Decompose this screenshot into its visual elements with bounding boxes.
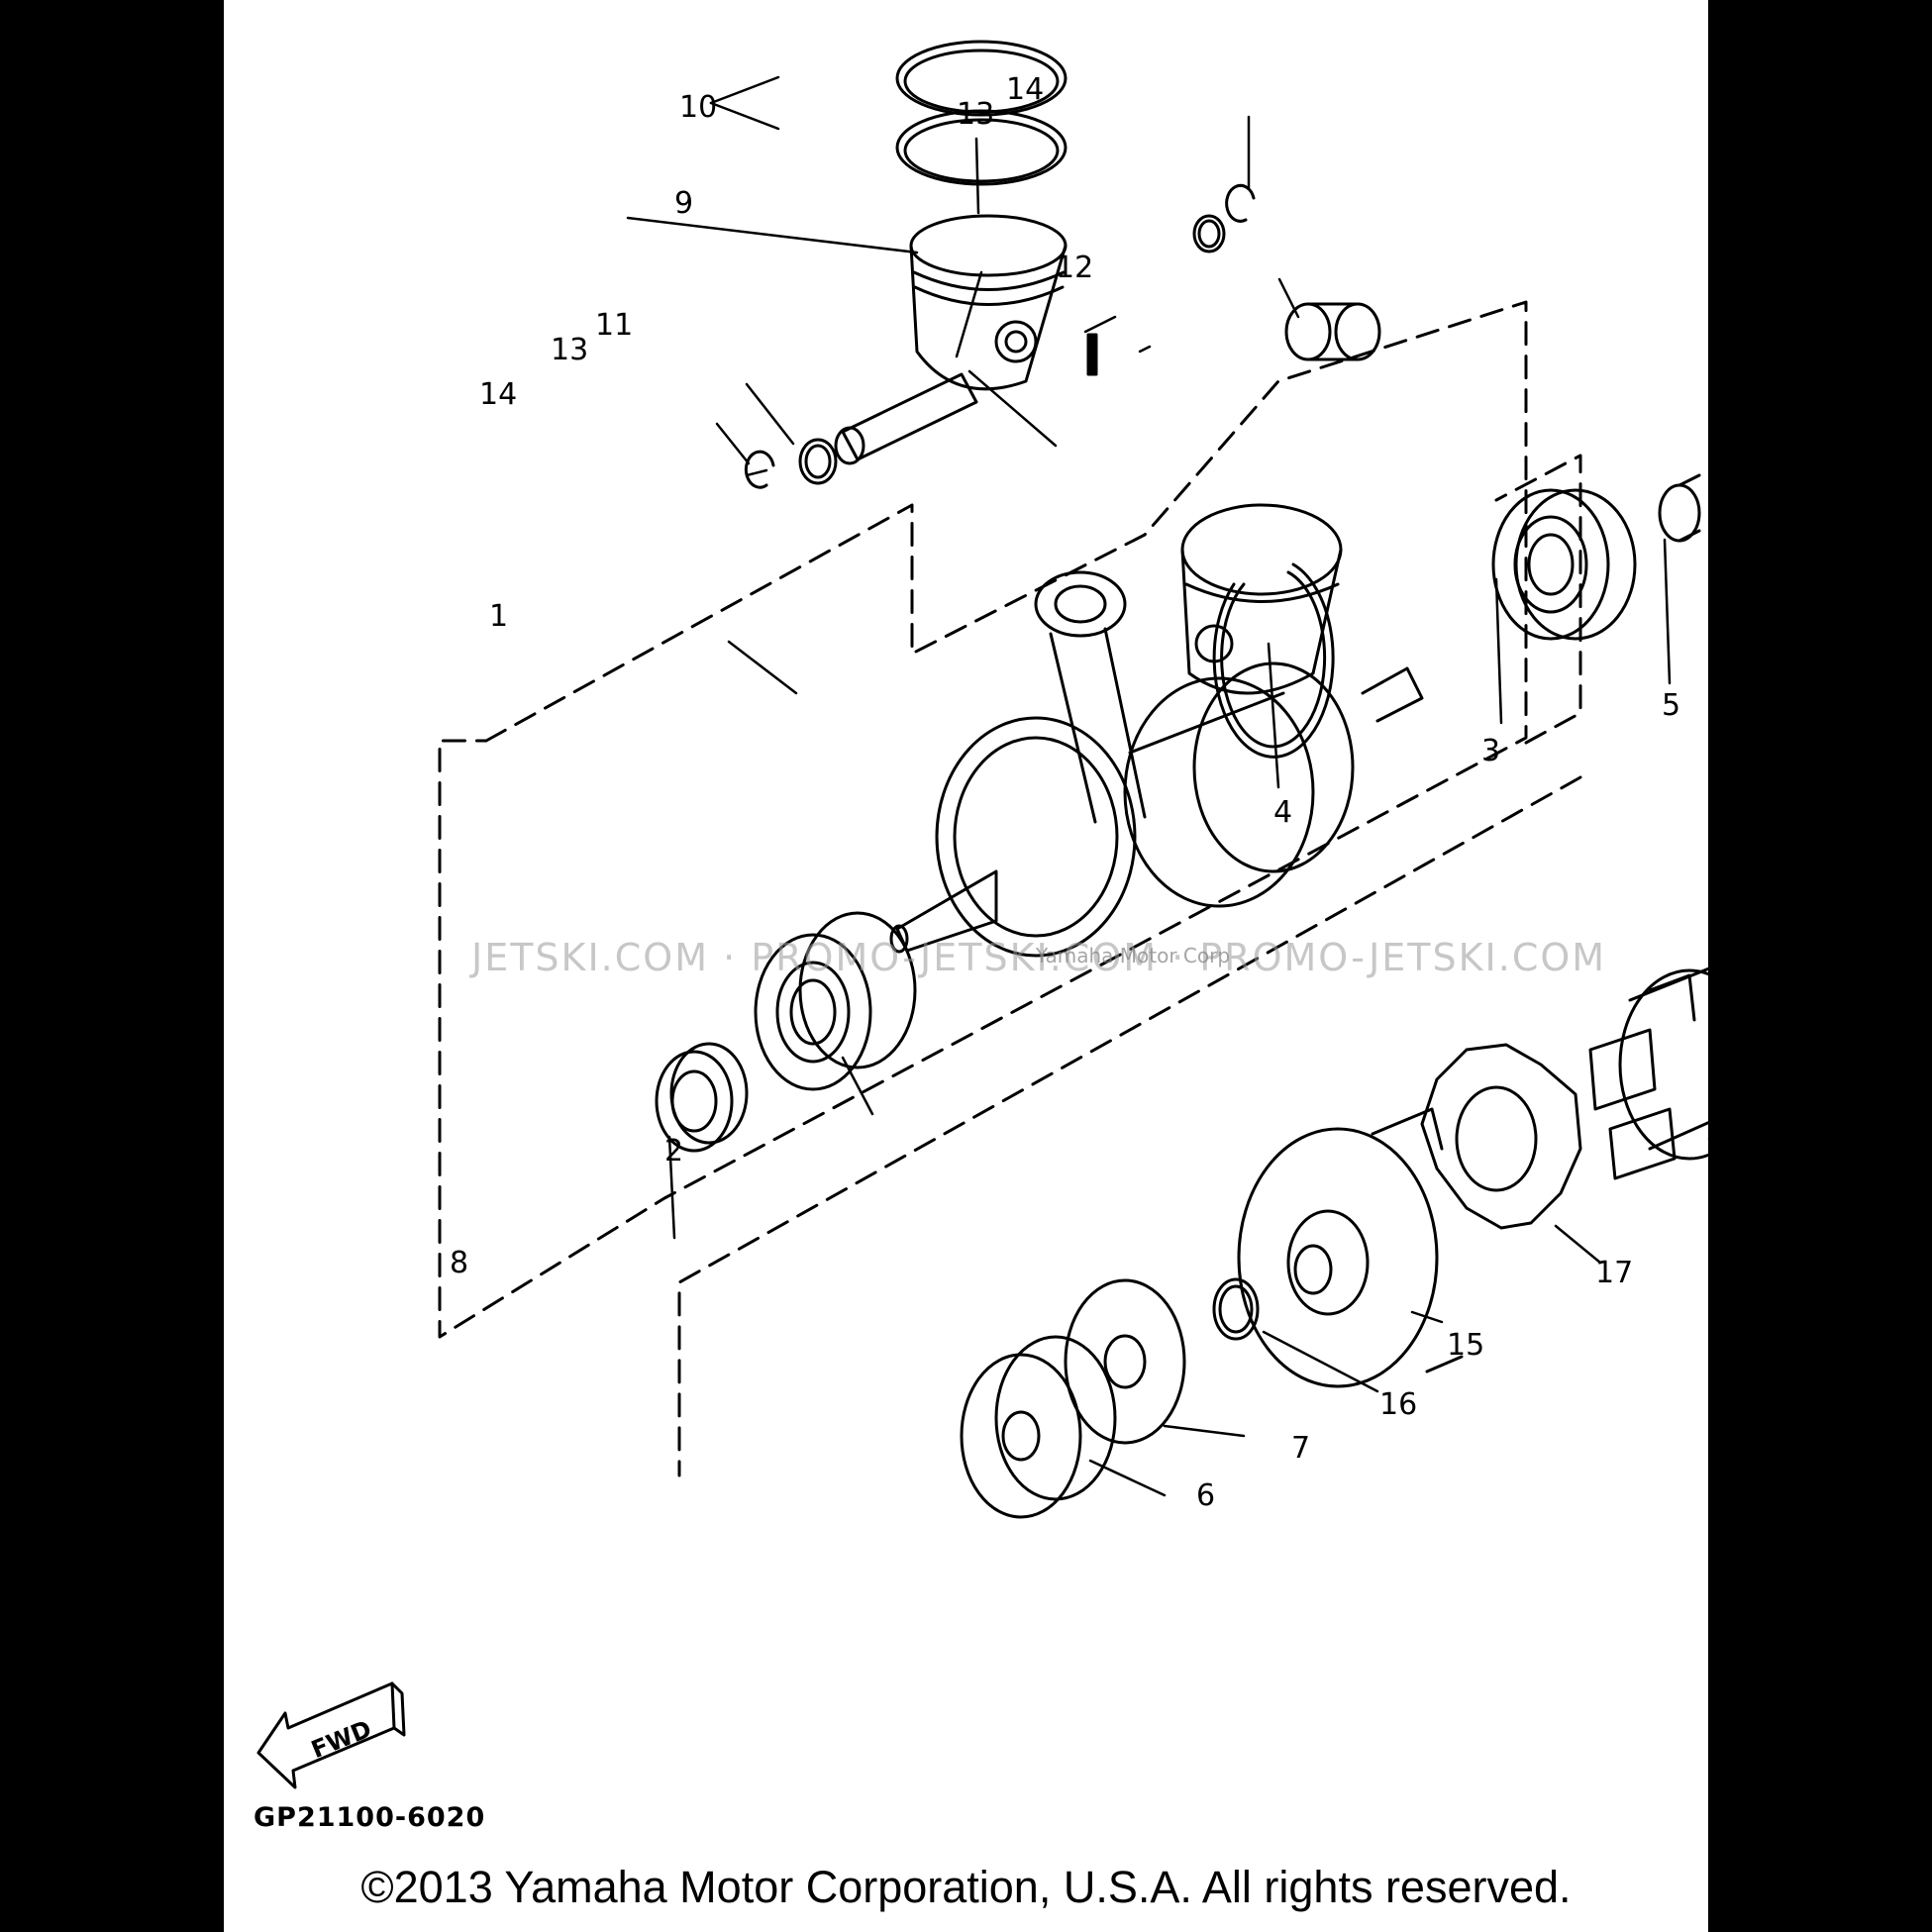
assembly-outline-coupling xyxy=(677,454,1582,1477)
piston-pin-clips xyxy=(744,183,1256,489)
callout-15: 15 xyxy=(1447,1328,1484,1363)
callout-16: 16 xyxy=(1379,1387,1417,1422)
callout-17: 17 xyxy=(1595,1256,1633,1290)
exploded-view-diagram: 10 9 13 14 12 11 13 14 1 3 5 4 2 8 17 18… xyxy=(256,40,1708,1789)
assembly-outline-crankshaft xyxy=(438,300,1528,1339)
piston-pin xyxy=(834,372,978,465)
coupling-front xyxy=(1237,1107,1464,1388)
callout-13-top: 13 xyxy=(957,97,994,132)
callout-3: 3 xyxy=(1481,734,1500,768)
leader-lines xyxy=(626,75,1708,1497)
svg-text:Yamaha Motor Corp: Yamaha Motor Corp xyxy=(1035,944,1230,967)
watermark: JETSKI.COM · PROMO-JETSKI.COM · PROMO-JE… xyxy=(469,936,1606,979)
callout-13: 13 xyxy=(551,333,588,367)
callout-8: 8 xyxy=(450,1246,468,1280)
piston xyxy=(909,214,1098,391)
needle-bearing xyxy=(1284,302,1381,361)
callout-6: 6 xyxy=(1196,1478,1215,1513)
fwd-label: FWD xyxy=(307,1715,375,1764)
svg-text:JETSKI.COM · PROMO-JETSKI.COM: JETSKI.COM · PROMO-JETSKI.COM · PROMO-JE… xyxy=(469,936,1606,979)
piston-rings xyxy=(895,40,1068,186)
callout-4: 4 xyxy=(1273,795,1292,830)
crankshaft-assembly xyxy=(889,503,1424,958)
callout-14-top: 14 xyxy=(1006,72,1044,107)
callout-labels: 10 9 13 14 12 11 13 14 1 3 5 4 2 8 17 18… xyxy=(450,72,1680,1513)
callout-7: 7 xyxy=(1291,1431,1310,1466)
fwd-arrow-icon: FWD xyxy=(256,1681,406,1789)
parts-diagram-sheet: 10 9 13 14 12 11 13 14 1 3 5 4 2 8 17 18… xyxy=(224,0,1708,1932)
coupling-rear xyxy=(1588,966,1708,1180)
callout-11: 11 xyxy=(595,308,633,343)
main-bearing-right xyxy=(1491,488,1637,641)
main-bearing-left xyxy=(754,911,917,1091)
o-ring xyxy=(1212,1277,1260,1341)
collar xyxy=(1658,473,1701,543)
callout-12: 12 xyxy=(1056,251,1093,285)
callout-2: 2 xyxy=(664,1134,683,1169)
circlip xyxy=(1212,562,1335,759)
diagram-code: GP21100-6020 xyxy=(254,1802,486,1833)
oil-seal xyxy=(655,1042,749,1153)
coupling-damper xyxy=(1420,1043,1582,1230)
callout-14: 14 xyxy=(479,377,517,412)
callout-9: 9 xyxy=(674,186,693,221)
callout-10: 10 xyxy=(679,90,717,125)
copyright-notice: ©2013 Yamaha Motor Corporation, U.S.A. A… xyxy=(360,1862,1572,1912)
callout-5: 5 xyxy=(1662,688,1680,723)
callout-1: 1 xyxy=(489,599,508,634)
washers xyxy=(960,1278,1186,1519)
